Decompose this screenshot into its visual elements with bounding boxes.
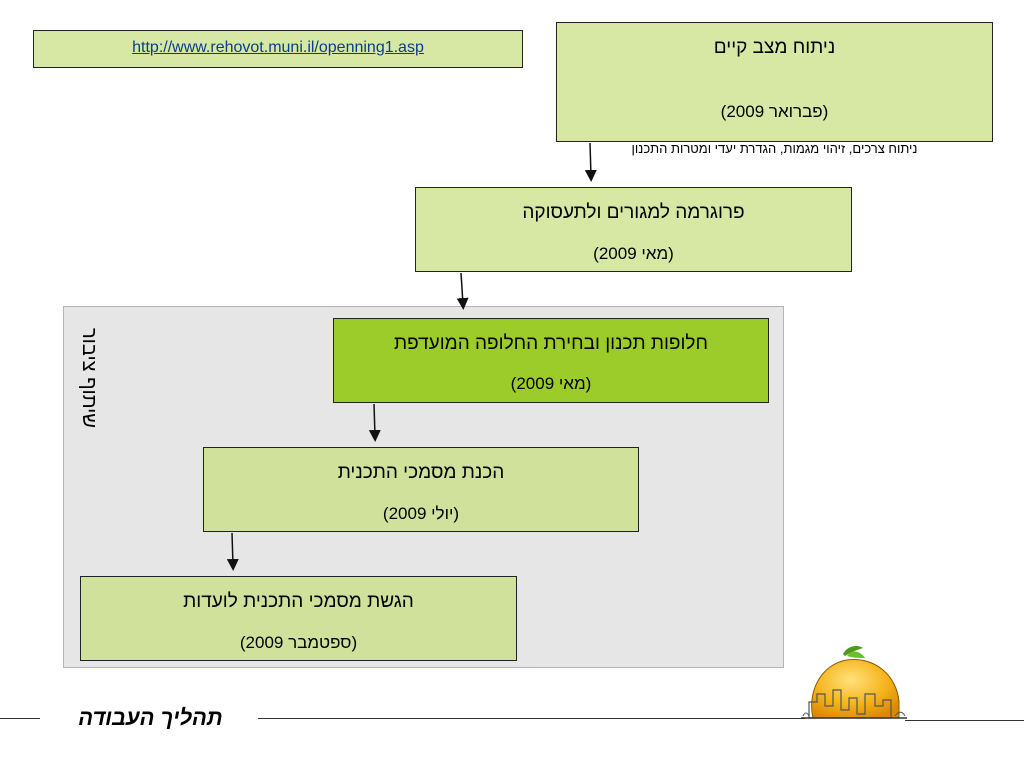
panel-label: שיתוף ציבור [78,328,100,428]
step-box-submission: הגשת מסמכי התכנית לועדות (ספטמבר 2009) [80,576,517,661]
step-title: פרוגרמה למגורים ולתעסוקה [522,202,745,223]
municipality-link[interactable]: http://www.rehovot.muni.il/openning1.asp [132,39,424,56]
step-title: ניתוח מצב קיים [713,37,836,58]
step-date: (מאי 2009) [593,244,674,263]
step-box-program: פרוגרמה למגורים ולתעסוקה (מאי 2009) [415,187,852,272]
step-date: (מאי 2009) [510,374,592,393]
footer-title: תהליך העבודה [78,705,223,730]
step-box-current-state: ניתוח מצב קיים (פברואר 2009) ניתוח צרכים… [556,22,993,156]
step-box-plan-documents: הכנת מסמכי התכנית (יולי 2009) [203,447,639,532]
step-date: (ספטמבר 2009) [239,633,358,652]
step-title: חלופות תכנון ובחירת החלופה המועדפת [393,333,709,354]
step-detail: ניתוח צרכים, זיהוי מגמות, הגדרת יעדי ומט… [631,141,918,156]
orange-city-logo-icon [801,646,907,719]
step-box-alternatives: חלופות תכנון ובחירת החלופה המועדפת (מאי … [333,318,769,403]
step-title: הכנת מסמכי התכנית [337,462,505,483]
footer-divider [905,720,1024,721]
footer-divider [0,718,40,719]
step-date: (פברואר 2009) [720,102,829,121]
step-date: (יולי 2009) [382,504,460,523]
footer-divider [258,718,805,719]
url-box: http://www.rehovot.muni.il/openning1.asp [33,30,523,68]
step-title: הגשת מסמכי התכנית לועדות [183,591,414,612]
arrow-2 [456,272,469,310]
